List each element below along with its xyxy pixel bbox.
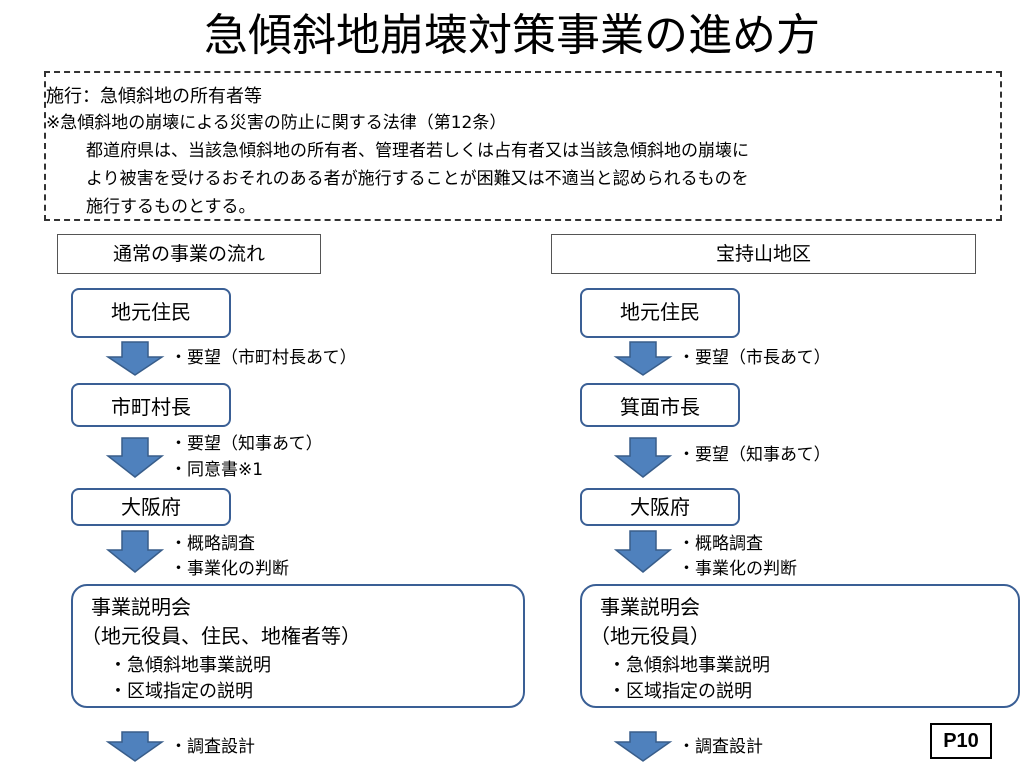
left-node-residents: 地元住民 (71, 288, 231, 338)
left-note-3b: ・事業化の判断 (170, 559, 289, 579)
law-text-line: 施行するものとする。 (86, 197, 256, 217)
meeting-item: ・急傾斜地事業説明 (109, 655, 271, 676)
left-note-1: ・要望（市町村長あて） (170, 348, 357, 368)
left-flow-header: 通常の事業の流れ (57, 234, 321, 274)
right-note-3a: ・概略調査 (678, 534, 763, 554)
page-title: 急傾斜地崩壊対策事業の進め方 (204, 10, 820, 61)
right-node-mayor: 箕面市長 (580, 383, 740, 427)
meeting-item: ・区域指定の説明 (608, 681, 752, 702)
flow-arrow-icon (613, 530, 673, 573)
flow-arrow-icon (613, 731, 673, 762)
right-note-2: ・要望（知事あて） (678, 445, 831, 465)
right-flow-header: 宝持山地区 (551, 234, 976, 274)
meeting-title: 事業説明会 (91, 595, 191, 619)
right-last-note: ・調査設計 (678, 737, 763, 757)
flow-arrow-icon (613, 341, 673, 376)
left-note-3a: ・概略調査 (170, 534, 255, 554)
right-note-1: ・要望（市長あて） (678, 348, 831, 368)
left-node-osaka: 大阪府 (71, 488, 231, 526)
left-meeting-box: 事業説明会 （地元役員、住民、地権者等） ・急傾斜地事業説明 ・区域指定の説明 (71, 584, 525, 708)
law-reference: ※急傾斜地の崩壊による災害の防止に関する法律（第12条） (46, 113, 507, 133)
meeting-item: ・区域指定の説明 (109, 681, 253, 702)
flow-arrow-icon (105, 530, 165, 573)
left-last-note: ・調査設計 (170, 737, 255, 757)
right-note-3b: ・事業化の判断 (678, 559, 797, 579)
meeting-title: 事業説明会 (600, 595, 700, 619)
meeting-attendees: （地元役員） (590, 624, 710, 648)
flow-arrow-icon (613, 437, 673, 478)
page-number: P10 (930, 723, 992, 759)
executor-text: 施行：急傾斜地の所有者等 (46, 86, 262, 107)
law-text-line: より被害を受けるおそれのある者が施行することが困難又は不適当と認められるものを (86, 169, 749, 189)
left-note-2b: ・同意書※1 (170, 460, 264, 480)
meeting-item: ・急傾斜地事業説明 (608, 655, 770, 676)
meeting-attendees: （地元役員、住民、地権者等） (81, 624, 361, 648)
left-node-mayor: 市町村長 (71, 383, 231, 427)
flow-arrow-icon (105, 437, 165, 478)
right-meeting-box: 事業説明会 （地元役員） ・急傾斜地事業説明 ・区域指定の説明 (580, 584, 1020, 708)
law-notice-box: 施行：急傾斜地の所有者等 ※急傾斜地の崩壊による災害の防止に関する法律（第12条… (44, 71, 1002, 221)
right-node-osaka: 大阪府 (580, 488, 740, 526)
flow-arrow-icon (105, 341, 165, 376)
right-node-residents: 地元住民 (580, 288, 740, 338)
left-note-2a: ・要望（知事あて） (170, 434, 323, 454)
law-text-line: 都道府県は、当該急傾斜地の所有者、管理者若しくは占有者又は当該急傾斜地の崩壊に (86, 141, 749, 161)
flow-arrow-icon (105, 731, 165, 762)
